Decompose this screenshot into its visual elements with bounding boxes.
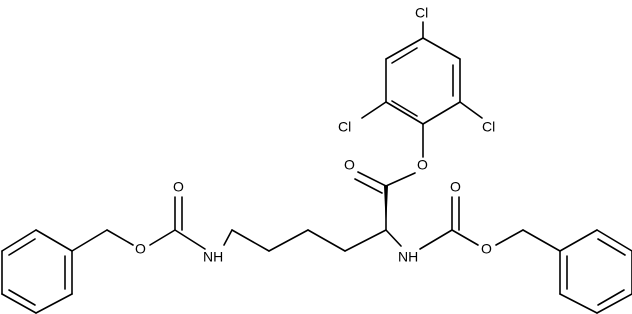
chain-bond	[231, 229, 270, 252]
ring-double-bond	[597, 238, 626, 256]
ring-bond	[1, 229, 37, 252]
ring-bond	[385, 101, 424, 125]
ring-bond	[559, 293, 598, 314]
ch2-phenyl-bond	[71, 229, 108, 252]
cl-right-label: Cl	[482, 119, 495, 135]
epsilon-nh-label: NH	[203, 249, 223, 265]
ring-double-bond	[391, 47, 418, 64]
cl-right-bond	[459, 101, 483, 119]
carbonyl-o-bond	[451, 229, 479, 246]
cl-left-label: Cl	[338, 119, 351, 135]
ring-bond	[596, 229, 632, 252]
o-ch2-bond	[495, 229, 524, 246]
ring-bond	[559, 229, 598, 252]
alpha-nh-label: NH	[398, 249, 418, 265]
ring-double-bond	[8, 289, 36, 306]
cl-top-label: Cl	[415, 5, 428, 21]
ester-double-bond	[357, 171, 387, 187]
ring-double-bond	[391, 100, 418, 117]
ring-bond	[1, 293, 37, 314]
ch2-phenyl-bond	[522, 229, 561, 252]
cbz-left-carbonyl-oxygen-label: O	[173, 179, 184, 195]
benzyl-ring-right	[559, 229, 632, 314]
chain-bond	[307, 229, 346, 252]
o-ch2-bond	[106, 229, 134, 246]
stereo-wedge	[384, 186, 388, 230]
cl-left-bond	[361, 101, 387, 119]
trichlorophenyl-ring	[385, 37, 461, 125]
nh-carbonyl-bond	[419, 229, 453, 250]
ester-double-bond	[354, 178, 383, 194]
nh-carbonyl-bond	[174, 229, 206, 250]
o-carbonyl-bond	[385, 172, 416, 187]
ring-double-bond	[8, 238, 36, 256]
cbz-right-carbonyl-oxygen-label: O	[450, 179, 461, 195]
ester-carbonyl-oxygen-label: O	[344, 157, 355, 173]
chain-bond	[344, 229, 387, 252]
chain-bond	[268, 229, 309, 252]
ring-bond	[422, 101, 461, 125]
alpha-nh-bond	[385, 229, 402, 247]
ring-bond	[35, 293, 73, 314]
ring-bond	[35, 229, 73, 252]
ring-bond	[596, 293, 632, 314]
benzyl-ring-left	[1, 229, 73, 314]
ring-bond	[385, 37, 424, 60]
carbonyl-o-bond	[149, 229, 176, 246]
ester-ring-oxygen-label: O	[417, 157, 428, 173]
ring-double-bond	[597, 289, 625, 306]
cbz-left-ether-oxygen-label: O	[135, 241, 146, 257]
ring-bond	[422, 37, 461, 60]
chain-nh-bond	[223, 229, 233, 246]
cbz-right-ether-oxygen-label: O	[481, 241, 492, 257]
